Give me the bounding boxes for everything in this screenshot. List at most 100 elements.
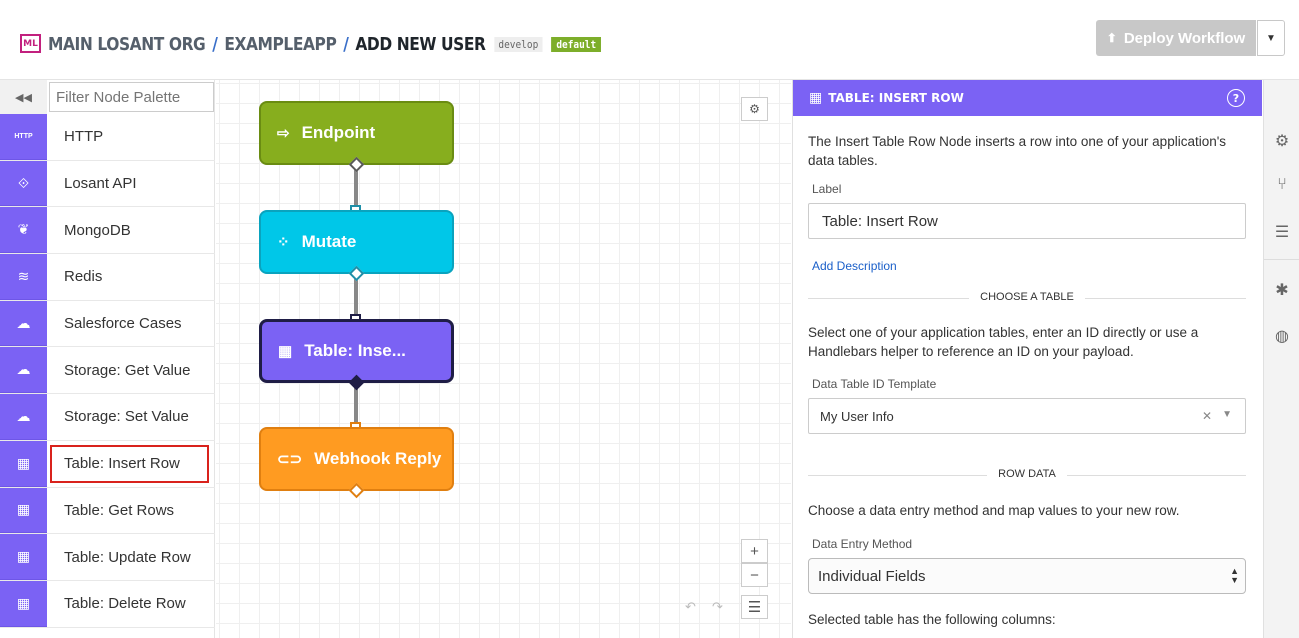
collapse-palette-button[interactable]: ◀◀: [0, 80, 47, 114]
node-properties-panel: ▦ TABLE: INSERT ROW ? The Insert Table R…: [792, 80, 1262, 638]
cloud-download-icon: ☁: [0, 347, 47, 394]
palette-item-label: Table: Insert Row: [50, 444, 209, 483]
deploy-workflow-button[interactable]: ⬆ Deploy Workflow: [1096, 20, 1256, 56]
node-label: Mutate: [301, 232, 357, 251]
chevron-down-icon: ▼: [1266, 32, 1276, 44]
chevron-down-icon[interactable]: ▼: [1222, 409, 1232, 420]
table-icon: ▦: [809, 90, 823, 106]
selected-table-value: My User Info: [820, 408, 894, 424]
table-help-text: Select one of your application tables, e…: [808, 325, 1199, 359]
palette-item-table-get[interactable]: ▦ Table: Get Rows: [0, 487, 215, 535]
breadcrumb: MAIN LOSANT ORG / EXAMPLEAPP / ADD NEW U…: [48, 32, 602, 56]
palette-item-label: Table: Delete Row: [64, 595, 186, 613]
palette-item-table-delete[interactable]: ▦ Table: Delete Row: [0, 580, 215, 628]
branch-tag: develop: [494, 36, 543, 52]
canvas-menu-button[interactable]: ☰: [741, 595, 768, 619]
table-delete-icon: ▦: [0, 580, 47, 627]
palette-item-label: Storage: Get Value: [64, 361, 191, 379]
redis-icon: ≋: [0, 254, 47, 300]
select-arrows-icon: ▲▼: [1230, 566, 1239, 585]
clear-icon[interactable]: ✕: [1201, 409, 1212, 423]
breadcrumb-app[interactable]: EXAMPLEAPP: [224, 33, 337, 55]
globe-icon[interactable]: ◍: [1275, 328, 1289, 345]
help-icon[interactable]: ?: [1227, 89, 1245, 107]
hamburger-icon: ☰: [747, 599, 762, 616]
columns-text: Selected table has the following columns…: [808, 612, 1056, 627]
bug-icon[interactable]: ✱: [1275, 282, 1289, 299]
palette-item-salesforce[interactable]: ☁ Salesforce Cases: [0, 300, 215, 348]
palette-item-table-insert[interactable]: ▦ Table: Insert Row: [0, 440, 215, 488]
zoom-out-button[interactable]: −: [741, 563, 768, 587]
deploy-options-button[interactable]: ▼: [1257, 20, 1285, 56]
filter-node-palette-input[interactable]: [49, 82, 214, 112]
workflow-node-mutate[interactable]: ⁘ Mutate: [259, 210, 454, 274]
redo-icon[interactable]: ↷: [712, 599, 723, 614]
node-label: Endpoint: [301, 123, 376, 142]
breadcrumb-workflow: ADD NEW USER: [355, 33, 486, 55]
palette-item-storage-set[interactable]: ☁ Storage: Set Value: [0, 394, 215, 441]
node-palette: ◀◀ HTTP HTTP ⟐ Losant API ❦ MongoDB ≋ Re…: [0, 80, 215, 638]
right-toolbar: ⚙ ⑂ ☰ ✱ ◍: [1263, 80, 1299, 638]
mongodb-icon: ❦: [0, 207, 47, 254]
section-title: ROW DATA: [987, 468, 1067, 480]
breadcrumb-org[interactable]: MAIN LOSANT ORG: [48, 33, 206, 55]
palette-item-http[interactable]: HTTP HTTP: [0, 114, 215, 161]
table-update-icon: ▦: [0, 534, 47, 580]
endpoint-icon: ⇨: [277, 125, 290, 142]
palette-item-label: MongoDB: [64, 221, 131, 239]
table-get-icon: ▦: [0, 487, 47, 534]
label-caption: Label: [812, 182, 842, 196]
workflow-node-webhook-reply[interactable]: ⊂⊃ Webhook Reply: [259, 427, 454, 491]
palette-item-label: Salesforce Cases: [64, 315, 182, 333]
cloud-upload-icon: ☁: [0, 394, 47, 440]
connection-line: [354, 383, 358, 427]
double-chevron-left-icon: ◀◀: [15, 91, 32, 104]
workflow-node-table-insert[interactable]: ▦ Table: Inse...: [259, 319, 454, 383]
label-input[interactable]: Table: Insert Row: [808, 203, 1246, 239]
branch-icon[interactable]: ⑂: [1277, 176, 1287, 193]
salesforce-icon: ☁: [0, 300, 47, 347]
add-description-link[interactable]: Add Description: [812, 259, 897, 273]
losant-api-icon: ⟐: [0, 160, 47, 207]
zoom-in-button[interactable]: +: [741, 539, 768, 563]
palette-list: HTTP HTTP ⟐ Losant API ❦ MongoDB ≋ Redis…: [0, 114, 215, 628]
node-description: The Insert Table Row Node inserts a row …: [808, 134, 1227, 168]
palette-item-label: Losant API: [64, 175, 137, 193]
section-title: CHOOSE A TABLE: [969, 291, 1085, 303]
deploy-label: Deploy Workflow: [1123, 29, 1246, 47]
section-row-data: ROW DATA: [808, 468, 1246, 482]
undo-icon[interactable]: ↶: [685, 599, 696, 614]
palette-item-mongodb[interactable]: ❦ MongoDB: [0, 207, 215, 255]
toolbar-divider: [1264, 259, 1299, 260]
breadcrumb-separator: /: [343, 33, 349, 55]
breadcrumb-separator: /: [212, 33, 218, 55]
gear-icon[interactable]: ⚙: [1274, 133, 1290, 150]
entry-method-value: Individual Fields: [818, 567, 926, 585]
palette-item-storage-get[interactable]: ☁ Storage: Get Value: [0, 347, 215, 395]
data-entry-method-select[interactable]: Individual Fields ▲▼: [808, 558, 1246, 594]
palette-item-label: HTTP: [64, 128, 104, 146]
entry-method-caption: Data Entry Method: [812, 537, 913, 551]
palette-item-label: Table: Update Row: [64, 548, 191, 566]
palette-item-label: Redis: [64, 268, 103, 286]
version-tag[interactable]: default: [551, 36, 602, 52]
canvas-settings-button[interactable]: ⚙: [741, 97, 768, 121]
data-table-id-select[interactable]: My User Info ✕ ▼: [808, 398, 1246, 434]
node-label: Webhook Reply: [314, 449, 442, 468]
section-choose-table: CHOOSE A TABLE: [808, 291, 1246, 305]
panel-title: TABLE: INSERT ROW: [828, 91, 964, 105]
palette-item-losant-api[interactable]: ⟐ Losant API: [0, 160, 215, 208]
palette-item-table-update[interactable]: ▦ Table: Update Row: [0, 534, 215, 581]
losant-logo[interactable]: ML: [20, 34, 41, 53]
workflow-canvas[interactable]: ⚙ ⇨ Endpoint ⁘ Mutate ▦ Table: Inse... ⊂…: [216, 80, 791, 638]
table-icon: ▦: [278, 343, 293, 360]
mutate-icon: ⁘: [277, 234, 290, 251]
palette-item-redis[interactable]: ≋ Redis: [0, 254, 215, 301]
workflow-node-endpoint[interactable]: ⇨ Endpoint: [259, 101, 454, 165]
database-icon[interactable]: ☰: [1274, 224, 1290, 241]
connection-line: [354, 165, 358, 210]
table-insert-icon: ▦: [0, 440, 47, 487]
app-header: ML MAIN LOSANT ORG / EXAMPLEAPP / ADD NE…: [0, 0, 1299, 80]
node-label: Table: Inse...: [304, 341, 406, 360]
row-help-text: Choose a data entry method and map value…: [808, 503, 1180, 518]
